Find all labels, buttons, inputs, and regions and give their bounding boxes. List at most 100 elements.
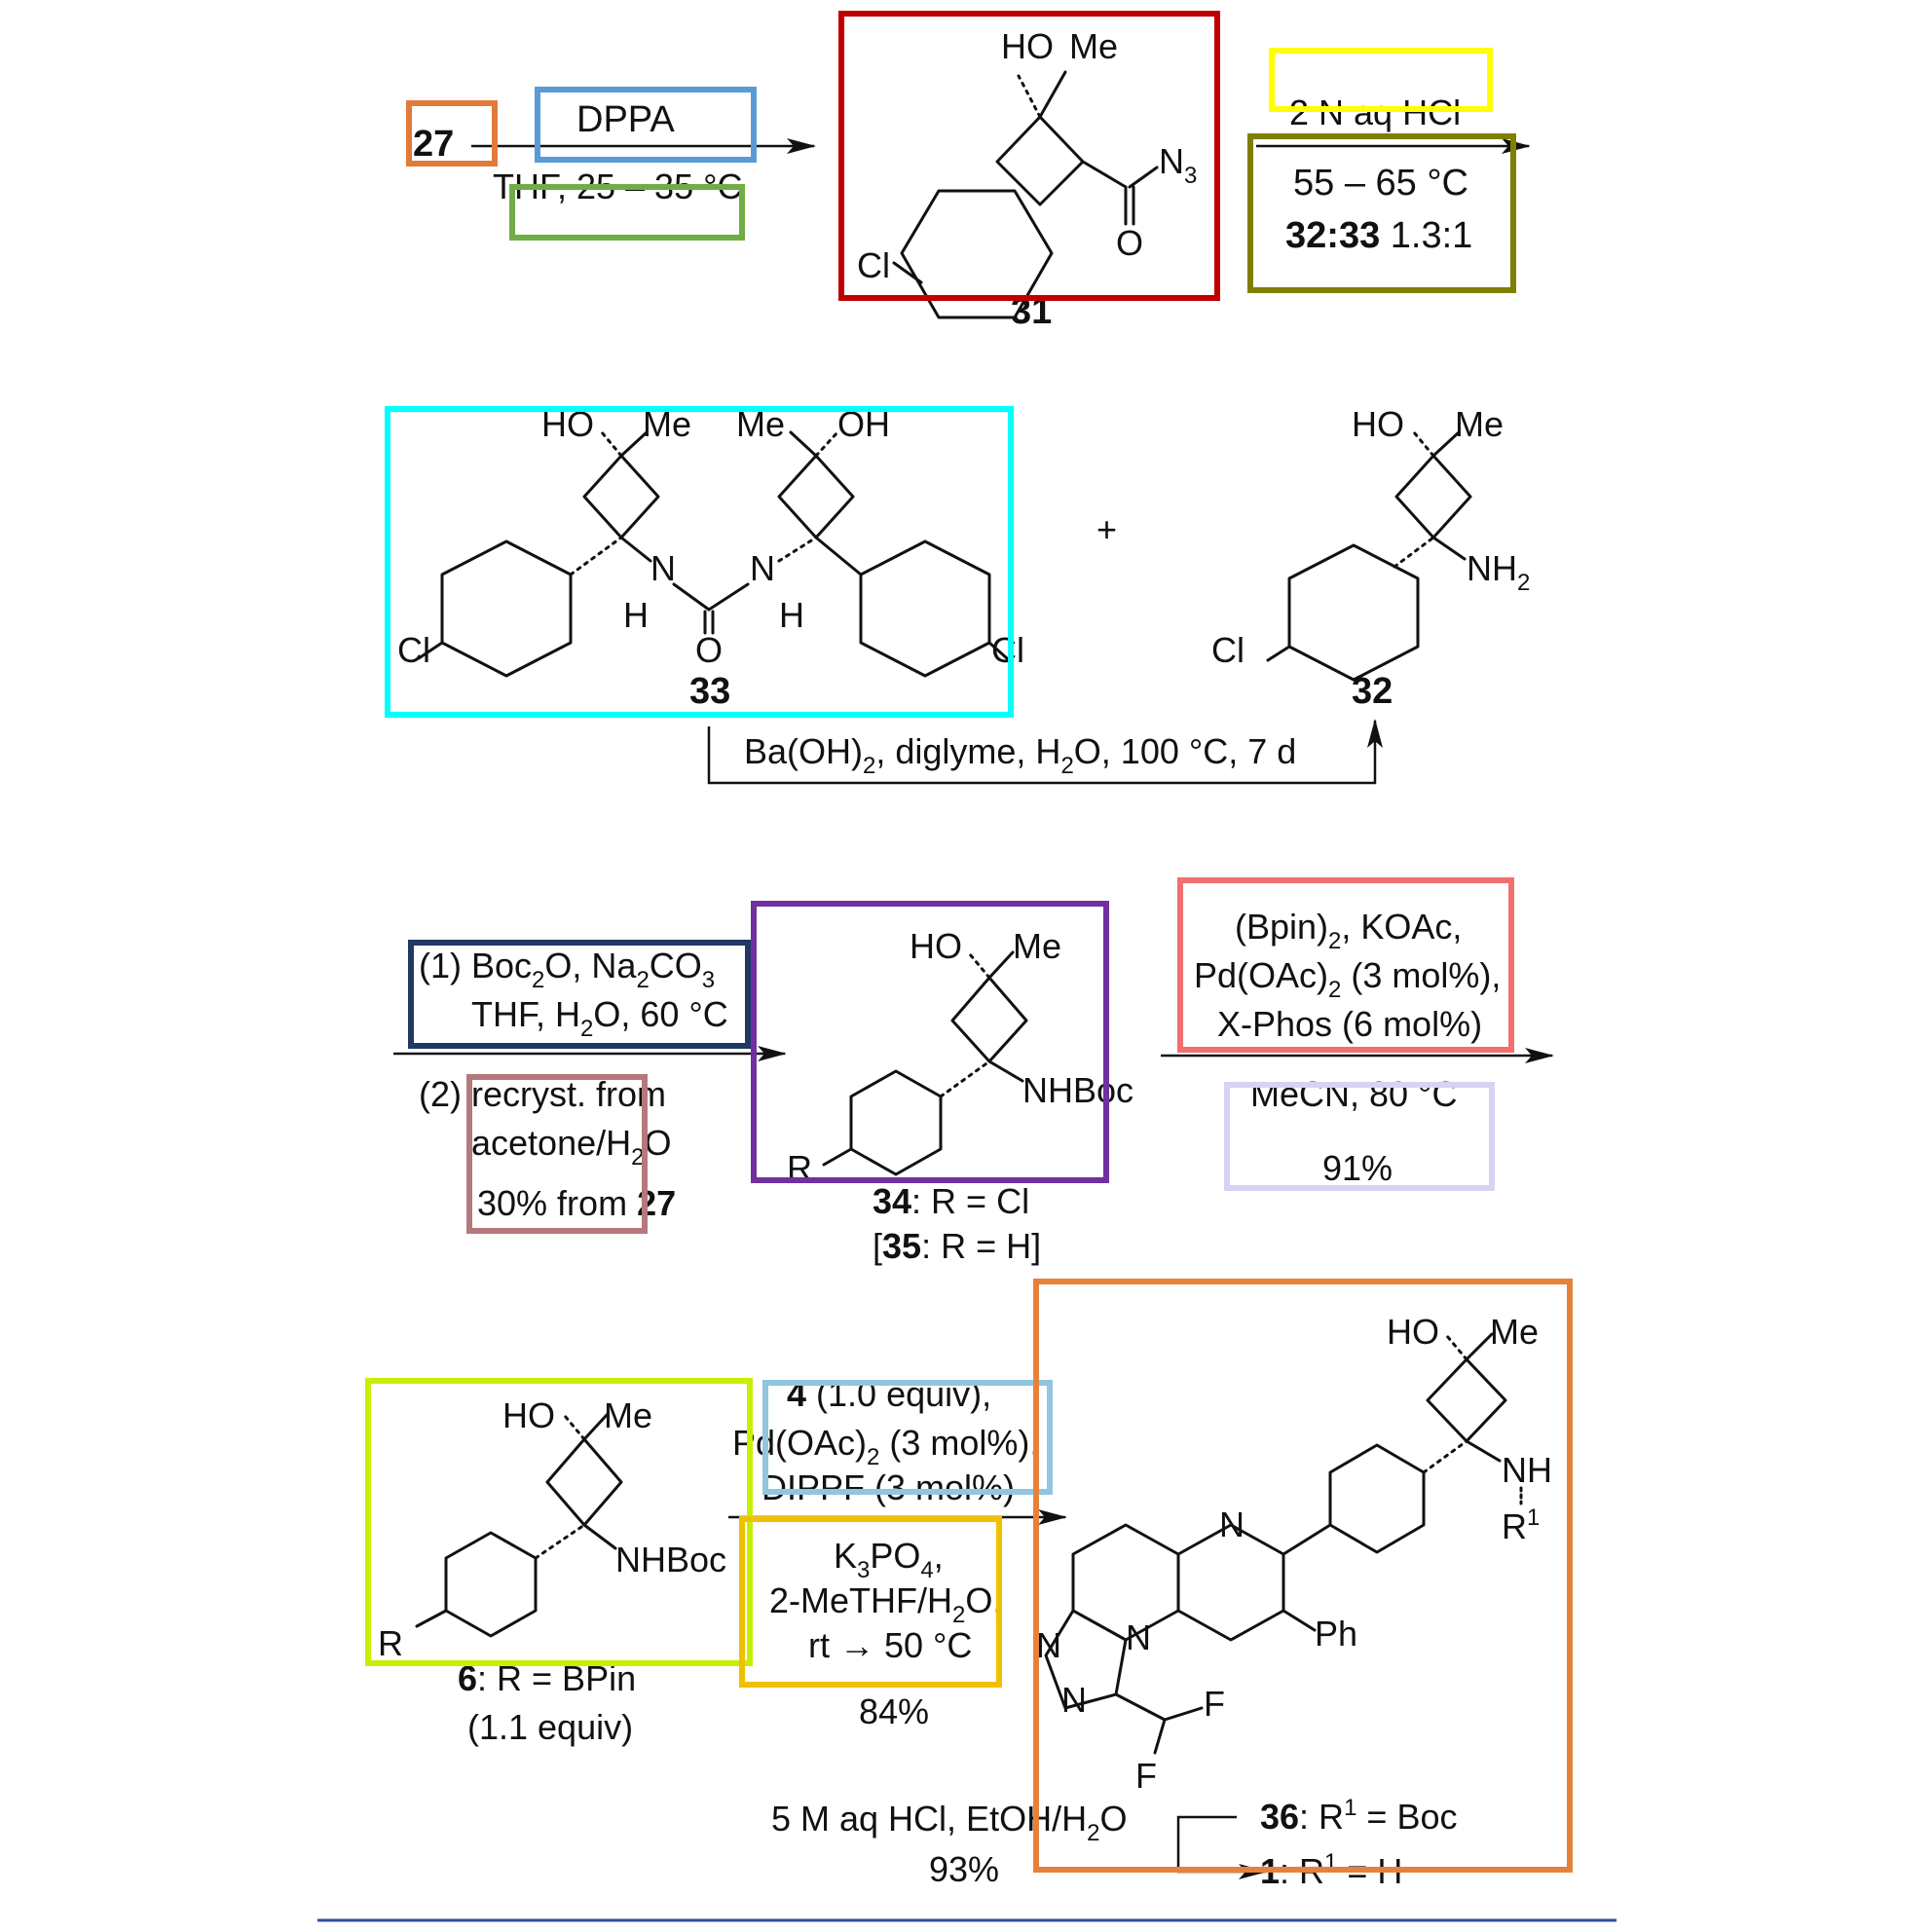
wedge-bond [1431,430,1461,458]
c-f-bond-1 [1163,1706,1204,1722]
step4-line2: Pd(OAc)2 (3 mol%), [1194,955,1501,1003]
box-compound-31 [838,11,1220,301]
left-c-cl [417,641,444,660]
left-n-wedge [619,536,652,563]
cyclobutane-ring [950,976,1028,1063]
atom-n-triazole-2: N [1061,1680,1087,1720]
compound-32-structure: HO Me NH2 Cl 32 [1211,404,1530,712]
compound-36-label: 36: R1 = Boc [1260,1795,1457,1837]
left-wedge [619,430,649,458]
wedge-bond [987,950,1015,980]
n-c-bond-left [672,582,711,612]
carbonyl-bond [1081,160,1128,189]
hydrolysis-step: Ba(OH)2, diglyme, H2O, 100 °C, 7 d [707,719,1383,785]
coupling-line6: rt → 50 °C [808,1625,972,1665]
right-c-cl [987,641,1009,660]
atom-n-triazole-1: N [1036,1625,1061,1665]
step2: 2 N aq HCl 55 – 65 °C 32:33 1.3:1 [1256,93,1531,256]
chlorophenyl-ring [900,189,1054,319]
atom-ho: HO [502,1395,555,1435]
atom-n-ring: N [1219,1505,1245,1544]
box-thf-conditions [509,184,745,241]
step3: (1) Boc2O, Na2CO3 THF, H2O, 60 °C (2) re… [393,946,787,1223]
atom-cl: Cl [857,245,890,285]
plus-sign: + [1096,509,1117,549]
n-wedge [1465,1439,1502,1463]
hydrolysis-conditions: Ba(OH)2, diglyme, H2O, 100 °C, 7 d [744,731,1296,779]
atom-nh: NH [1502,1450,1552,1490]
right-cyclobutane [777,454,855,539]
cyclobutane-ring [995,115,1085,206]
step3-line3: (2) recryst. from [419,1074,666,1114]
atom-f-1: F [1204,1684,1225,1724]
box-boc-conditions [408,940,751,1049]
c-ph-bond [1282,1609,1317,1632]
highlight-boxes [365,11,1573,1873]
aryl-ring [444,1531,538,1638]
phenylene-ring [1328,1443,1426,1554]
compound-31-structure: HO Me N3 O Cl 31 [857,26,1197,332]
box-compound-34 [751,901,1109,1183]
compound-33-structure: HO Me Me OH Cl Cl N H O N H 33 [397,404,1024,712]
compound-36-structure: HO Me NH R1 N N Ph N N F F [1036,1312,1552,1796]
c-cl-bond [1266,645,1291,662]
left-hash [600,430,623,458]
aryl-hash [1422,1439,1468,1474]
atom-n-right: N [750,548,775,588]
aryl-hash [1393,536,1435,569]
c-cl-bond [892,261,923,284]
atom-ho: HO [1352,404,1404,444]
atom-nh2: NH2 [1467,548,1530,596]
c-r-bond [822,1147,853,1167]
aryl-hash [939,1059,991,1098]
atom-me: Me [1013,926,1061,966]
step4-line3: X-Phos (6 mol%) [1217,1004,1482,1044]
left-aryl-hash [569,536,623,576]
c-r-bond [415,1609,448,1628]
atom-me: Me [1455,404,1504,444]
triazole-ring [1044,1609,1128,1710]
biaryl-bond [1282,1523,1332,1556]
box-step2-conditions [1247,133,1516,293]
box-27 [406,100,498,167]
c-cf2h-bond [1114,1692,1167,1722]
box-compound-36 [1033,1279,1573,1873]
atom-nhboc: NHBoc [615,1540,726,1579]
wedge-bond [582,1412,610,1441]
atom-f-2: F [1135,1756,1157,1796]
coupling-yield: 84% [859,1691,929,1731]
atom-ho: HO [1001,26,1054,66]
atom-r1: R1 [1502,1505,1540,1546]
hash-bond [968,952,991,980]
hydrolysis-arrow [707,719,1383,785]
left-aryl-ring [440,539,573,678]
coupling-line3: DIPPF (3 mol%) [762,1468,1015,1507]
deprotection-arrow [1176,1815,1268,1879]
box-dppa [535,87,757,163]
step3-line1: (1) Boc2O, Na2CO3 [419,946,715,993]
atom-me: Me [1490,1312,1539,1352]
coupling-step: 4 (1.0 equiv), Pd(OAc)2 (3 mol%), DIPPF … [728,1374,1067,1731]
atom-ho: HO [1387,1312,1439,1352]
atom-me: Me [604,1395,652,1435]
box-borylation-solvent [1224,1082,1495,1191]
chlorophenyl-ring [1287,543,1420,682]
atom-nhboc: NHBoc [1022,1070,1133,1110]
box-recryst [466,1074,648,1234]
compound-35-label: [35: R = H] [873,1226,1041,1266]
cyclobutane-ring [1426,1357,1507,1443]
step4-yield: 91% [1322,1148,1393,1188]
atom-n3: N3 [1159,141,1197,189]
compound-34-label: 34: R = Cl [873,1181,1029,1221]
hash-bond [1412,430,1435,458]
compound-6-equiv: (1.1 equiv) [467,1707,633,1747]
step3-line2: THF, H2O, 60 °C [471,994,728,1042]
step2-temp: 55 – 65 °C [1293,163,1468,204]
atom-o: O [1116,223,1143,263]
n-wedge [1431,536,1467,561]
right-aryl-wedge [814,536,863,576]
atom-r: R [378,1623,403,1663]
box-borylation-reagents [1177,877,1514,1053]
compound-32-label: 32 [1352,671,1393,712]
